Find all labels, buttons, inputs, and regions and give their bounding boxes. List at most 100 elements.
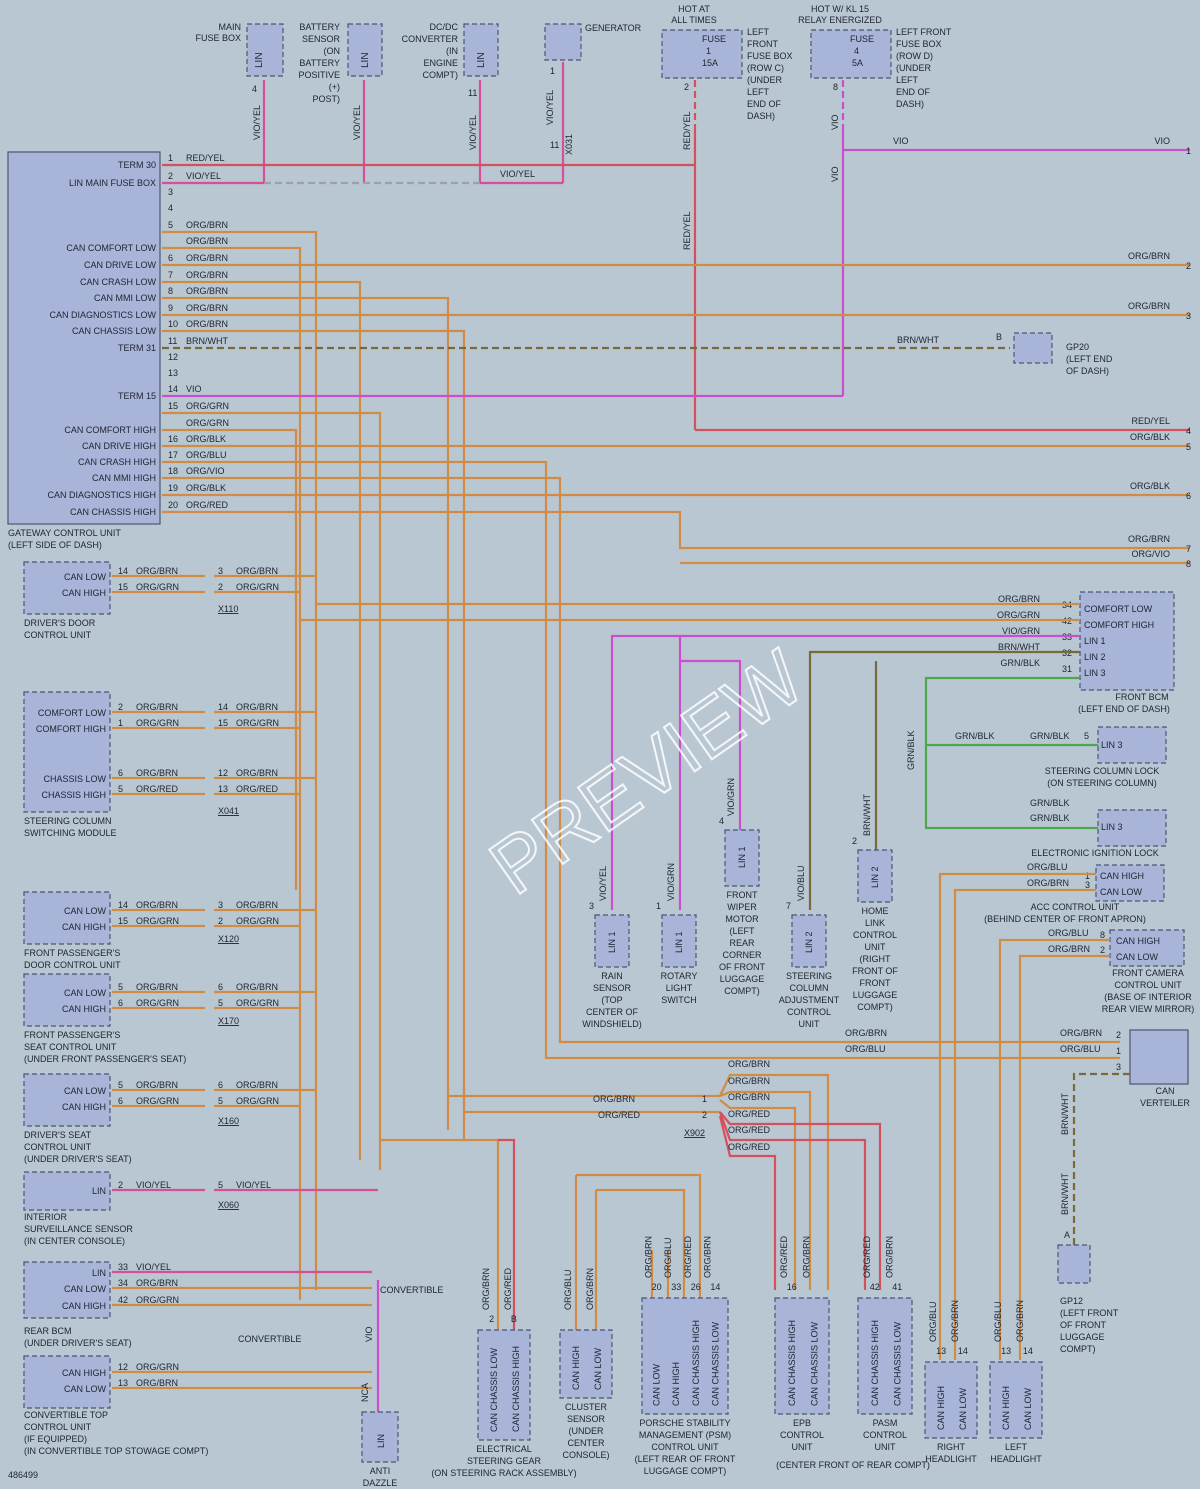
cluster-sensor-title: (UNDER xyxy=(569,1426,604,1436)
svg-text:(ROW D): (ROW D) xyxy=(896,51,933,61)
epb-title: EPB xyxy=(793,1418,811,1428)
gateway-pin-label: CAN CRASH LOW xyxy=(80,277,157,287)
svg-text:B: B xyxy=(996,332,1002,342)
steering-gear-wire-label: ORG/RED xyxy=(503,1267,513,1310)
connector-pin-number: 5 xyxy=(218,998,223,1008)
gateway-pin-number: 16 xyxy=(168,434,178,444)
svg-text:FUSE: FUSE xyxy=(702,34,726,44)
home-link-title: (RIGHT xyxy=(860,954,891,964)
svg-text:LIN 3: LIN 3 xyxy=(1101,822,1123,832)
module-pin-number: 6 xyxy=(118,768,123,778)
svg-text:LEFT FRONT: LEFT FRONT xyxy=(896,27,952,37)
module-pin-number: 42 xyxy=(118,1295,128,1305)
right-wire-color: RED/YEL xyxy=(1131,416,1170,426)
svg-text:NCA: NCA xyxy=(360,1383,370,1402)
rear-bcm-title: (UNDER DRIVER'S SEAT) xyxy=(24,1338,132,1348)
home-link-title: FRONT xyxy=(860,978,891,988)
right-wire-color: VIO xyxy=(1154,136,1170,146)
gateway-wire-label: ORG/BRN xyxy=(186,303,228,313)
left-headlight-wire-label: ORG/BRN xyxy=(1015,1300,1025,1342)
connector-pin-number: 2 xyxy=(218,916,223,926)
svg-text:CAN HIGH: CAN HIGH xyxy=(1116,936,1160,946)
home-link-title: COMPT) xyxy=(857,1002,893,1012)
rain-sensor-title: RAIN xyxy=(601,971,623,981)
cluster-sensor-pin-label: CAN LOW xyxy=(593,1347,603,1390)
svg-text:DC/DC: DC/DC xyxy=(430,22,459,32)
connector-wire-label: ORG/BRN xyxy=(236,982,278,992)
right-headlight-title: HEADLIGHT xyxy=(925,1454,977,1464)
front-passengers-door-box xyxy=(23,891,111,945)
svg-text:ORG/BRN: ORG/BRN xyxy=(1027,878,1069,888)
steering-adjust-box xyxy=(791,914,827,968)
drivers-seat-title: CONTROL UNIT xyxy=(24,1142,92,1152)
drivers-seat-title: DRIVER'S SEAT xyxy=(24,1130,92,1140)
front-bcm-wire-label: ORG/GRN xyxy=(997,610,1040,620)
front-camera: CAN HIGH CAN LOW 8 2 ORG/BLU ORG/BRN FRO… xyxy=(998,928,1194,1360)
svg-text:VIO: VIO xyxy=(364,1326,374,1342)
wiper-motor-conn: LIN 1 xyxy=(737,846,747,868)
svg-text:GRN/BLK: GRN/BLK xyxy=(906,730,916,770)
rain-sensor-conn: LIN 1 xyxy=(607,931,617,953)
cluster-sensor-wire-label: ORG/BLU xyxy=(563,1269,573,1310)
epb-pin-label: CAN CHASSIS HIGH xyxy=(787,1320,797,1406)
svg-text:VIO: VIO xyxy=(830,114,840,130)
steering-column-switching-box xyxy=(23,691,111,813)
psm-pin-number: 33 xyxy=(671,1282,681,1292)
steering-column-lock: LIN 3 5 STEERING COLUMN LOCK (ON STEERIN… xyxy=(1045,726,1167,788)
epb-pin-number: 16 xyxy=(787,1282,797,1292)
gateway-wire-label: ORG/RED xyxy=(186,500,229,510)
steering-adjust-wire: VIO/BLU xyxy=(796,865,806,901)
front-passengers-seat-title: FRONT PASSENGER'S xyxy=(24,1030,120,1040)
connector-pin-number: 14 xyxy=(218,702,228,712)
rain-sensor-title: WINDSHIELD) xyxy=(582,1019,642,1029)
wiper-motor-title: COMPT) xyxy=(724,986,760,996)
gateway-pin-number: 15 xyxy=(168,401,178,411)
anti-dazzle-title: DAZZLE xyxy=(363,1478,398,1488)
svg-text:2: 2 xyxy=(684,82,689,92)
right-wire-number: 6 xyxy=(1186,491,1191,501)
svg-text:1: 1 xyxy=(706,46,711,56)
gateway-pin-number: 4 xyxy=(168,203,173,213)
svg-text:OF DASH): OF DASH) xyxy=(1066,366,1109,376)
anti-dazzle-box xyxy=(361,1411,399,1463)
svg-text:FRONT BCM: FRONT BCM xyxy=(1115,692,1168,702)
convertible-top-title: (IN CONVERTIBLE TOP STOWAGE COMPT) xyxy=(24,1446,208,1456)
cluster-sensor-title: CONSOLE) xyxy=(562,1450,609,1460)
module-pin-number: 15 xyxy=(118,916,128,926)
psm-wire-label: ORG/BRN xyxy=(644,1236,654,1278)
module-wire-label: ORG/GRN xyxy=(136,1362,179,1372)
psm-title: MANAGEMENT (PSM) xyxy=(639,1430,731,1440)
steering-gear-box xyxy=(477,1329,531,1441)
rain-sensor-title: (TOP xyxy=(601,995,622,1005)
svg-text:ORG/BLU: ORG/BLU xyxy=(1048,928,1089,938)
left-headlight-title: HEADLIGHT xyxy=(990,1454,1042,1464)
svg-text:FUSE BOX: FUSE BOX xyxy=(195,33,241,43)
module-wire-label: ORG/GRN xyxy=(136,1295,179,1305)
module-pin-number: 6 xyxy=(118,998,123,1008)
pasm-pin-label: CAN CHASSIS LOW xyxy=(892,1321,902,1406)
gateway-pin-label: CAN DRIVE LOW xyxy=(84,260,157,270)
steering-gear-title: STEERING GEAR xyxy=(467,1456,542,1466)
gateway-pin-label: TERM 15 xyxy=(118,391,156,401)
gateway-pin-label: CAN CRASH HIGH xyxy=(78,457,156,467)
diagram-number: 486499 xyxy=(8,1470,38,1480)
svg-text:5: 5 xyxy=(1084,731,1089,741)
right-wire-number: 5 xyxy=(1186,442,1191,452)
psm-pin-label: CAN CHASSIS LOW xyxy=(710,1321,720,1406)
gateway-pin-label: CAN DIAGNOSTICS HIGH xyxy=(47,490,156,500)
svg-text:1: 1 xyxy=(702,1094,707,1104)
acc-control-unit: CAN HIGH CAN LOW 1 3 ORG/BLU ORG/BRN ACC… xyxy=(938,862,1165,1360)
gateway-pin-number: 11 xyxy=(168,336,177,346)
gp20: B BRN/WHT GP20 (LEFT END OF DASH) xyxy=(897,332,1113,376)
pasm-box xyxy=(857,1297,913,1415)
rotary-light-conn: LIN 1 xyxy=(674,931,684,953)
svg-text:POST): POST) xyxy=(312,94,340,104)
svg-text:FUSE BOX: FUSE BOX xyxy=(896,39,942,49)
interior-surveillance-title: SURVEILLANCE SENSOR xyxy=(24,1224,133,1234)
svg-text:2: 2 xyxy=(702,1110,707,1120)
steering-adjust-pin: 7 xyxy=(786,901,791,911)
left-headlight-title: LEFT xyxy=(1005,1442,1028,1452)
